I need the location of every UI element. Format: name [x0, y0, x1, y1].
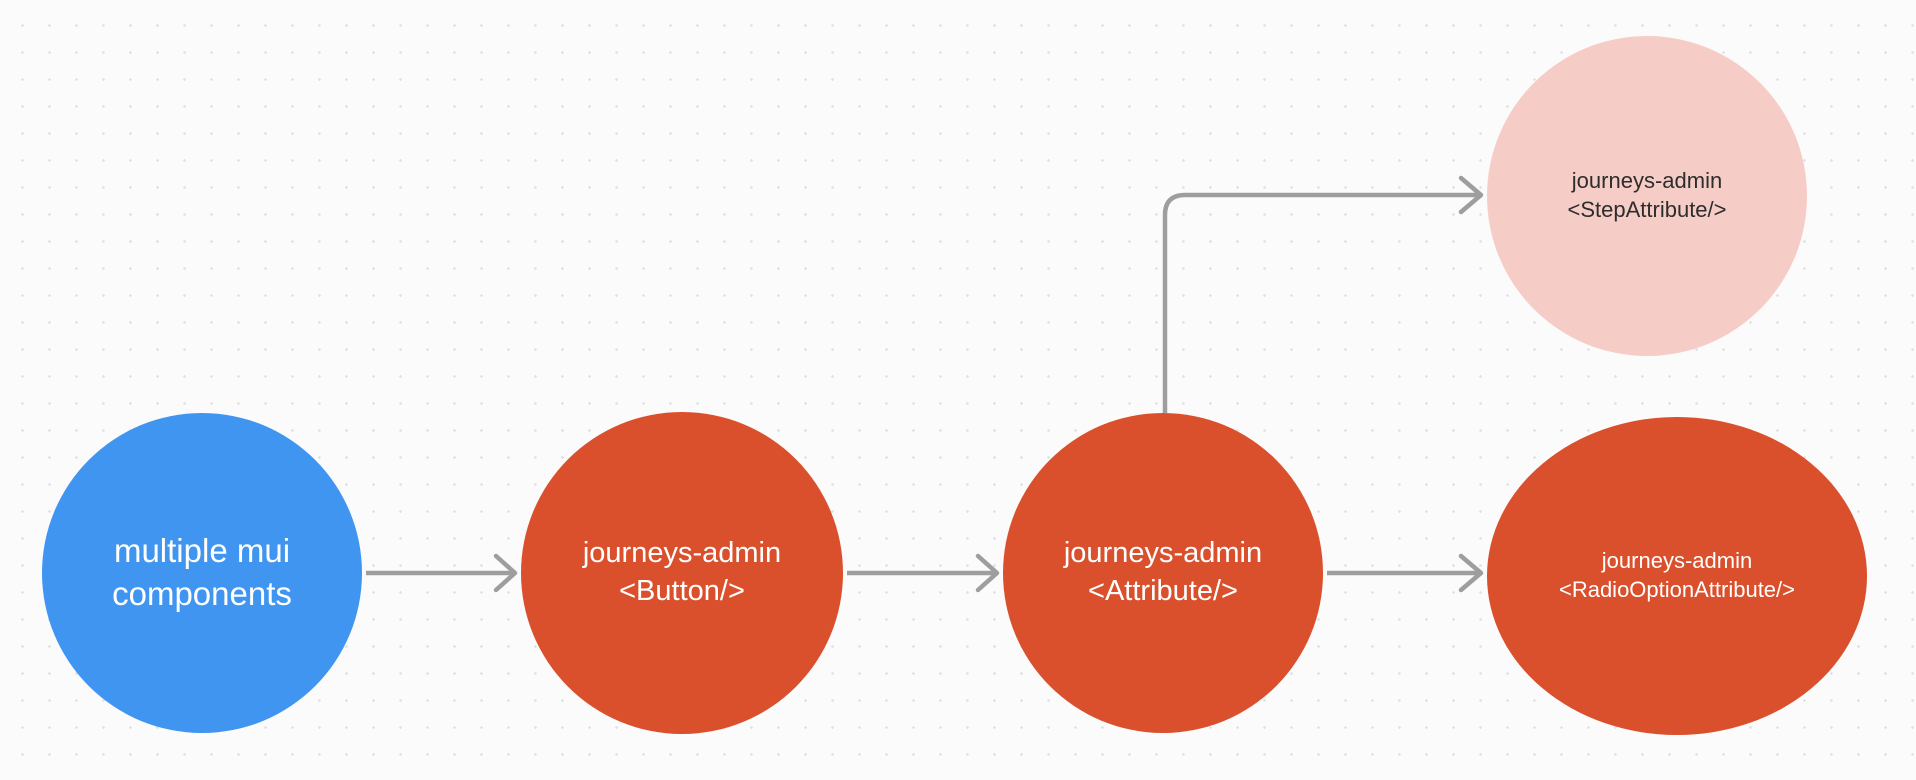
node-journeys-admin-attribute[interactable]: journeys-admin <Attribute/> — [1003, 413, 1323, 733]
node-label-line1: journeys-admin — [1063, 537, 1263, 570]
node-label-line2: components — [112, 575, 292, 612]
node-journeys-admin-button[interactable]: journeys-admin <Button/> — [521, 412, 843, 734]
node-label-line2: <Attribute/> — [1088, 575, 1238, 607]
node-label-line1: journeys-admin — [582, 537, 782, 570]
node-label-line2: <StepAttribute/> — [1567, 197, 1727, 222]
node-journeys-admin-stepattribute[interactable]: journeys-admin <StepAttribute/> — [1487, 36, 1807, 356]
edge-attribute-to-radiooption — [1327, 553, 1484, 593]
edge-attribute-to-stepattribute — [1162, 175, 1484, 413]
node-label-line2: <RadioOptionAttribute/> — [1558, 577, 1796, 602]
node-label-line1: journeys-admin — [1601, 548, 1753, 574]
node-label-line1: multiple mui — [113, 532, 291, 570]
node-journeys-admin-radiooptionattribute[interactable]: journeys-admin <RadioOptionAttribute/> — [1487, 417, 1867, 735]
edge-mui-to-button — [366, 553, 518, 593]
edge-button-to-attribute — [847, 553, 1000, 593]
node-multiple-mui-components[interactable]: multiple mui components — [42, 413, 362, 733]
node-label-line2: <Button/> — [619, 575, 745, 607]
node-label-line1: journeys-admin — [1571, 168, 1723, 194]
